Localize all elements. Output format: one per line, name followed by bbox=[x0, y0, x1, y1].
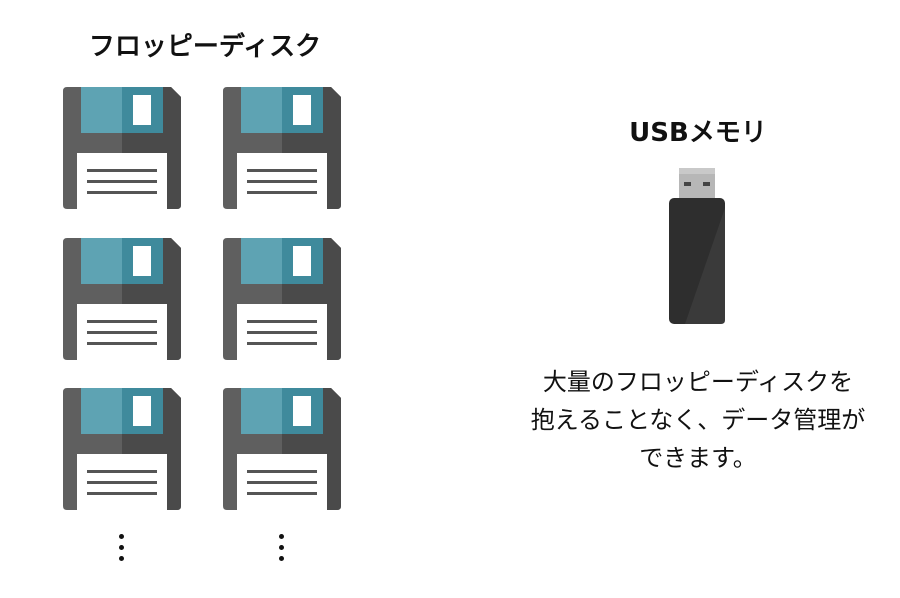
floppy-disk-icon bbox=[63, 87, 181, 209]
caption-line: 大量のフロッピーディスクを bbox=[542, 368, 854, 396]
caption-line: できます。 bbox=[639, 444, 757, 472]
floppy-section-title: フロッピーディスク bbox=[88, 32, 322, 62]
usb-caption: 大量のフロッピーディスクを 抱えることなく、データ管理が できます。 bbox=[520, 363, 876, 477]
vertical-ellipsis-icon bbox=[276, 534, 286, 567]
floppy-disk-icon bbox=[223, 238, 341, 360]
caption-line: 抱えることなく、データ管理が bbox=[530, 406, 866, 434]
floppy-disk-icon bbox=[63, 238, 181, 360]
floppy-disk-icon bbox=[223, 388, 341, 510]
usb-stick-icon bbox=[665, 168, 729, 328]
floppy-disk-icon bbox=[63, 388, 181, 510]
floppy-disk-icon bbox=[223, 87, 341, 209]
usb-section-title: USBメモリ bbox=[629, 118, 767, 148]
vertical-ellipsis-icon bbox=[116, 534, 126, 567]
